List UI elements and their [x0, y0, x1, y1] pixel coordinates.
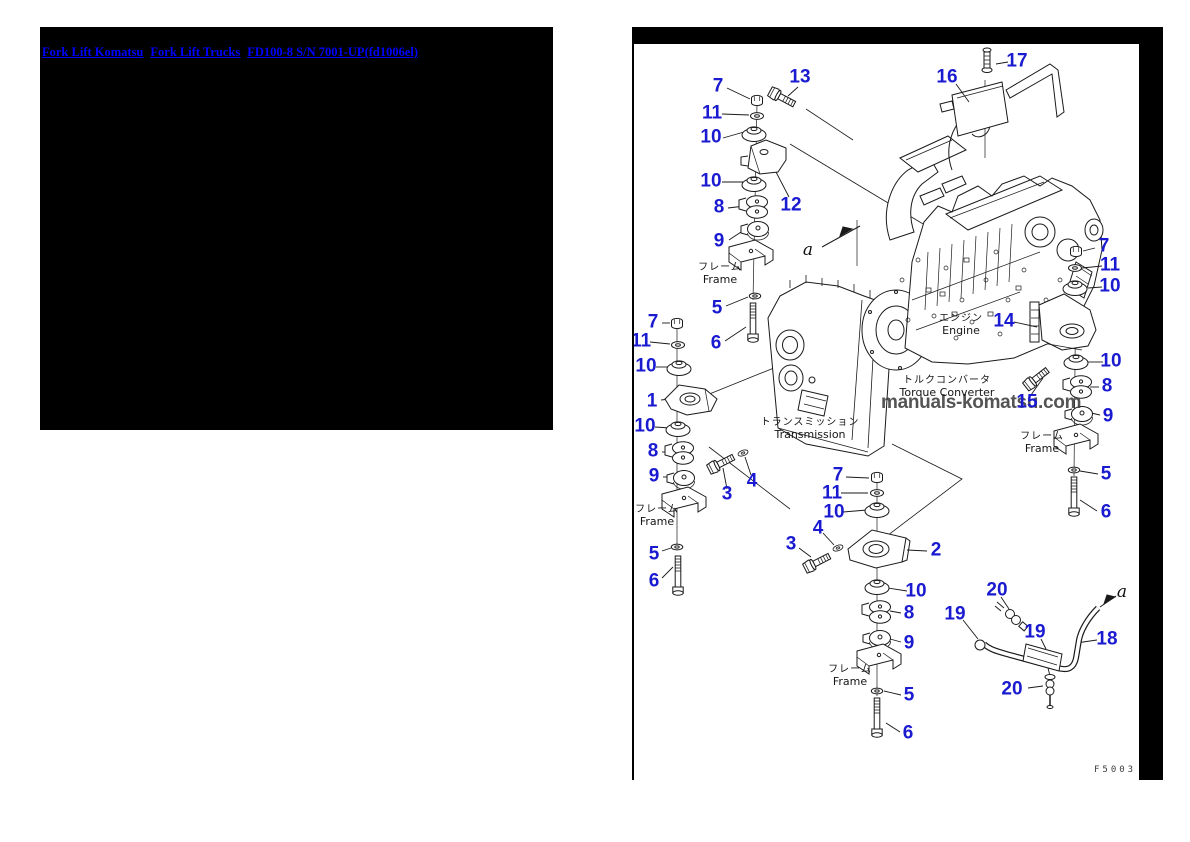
view-arrows — [821, 225, 1117, 608]
tube-assembly — [974, 601, 1101, 709]
mount-1 — [664, 384, 718, 416]
bracket-16 — [939, 63, 1065, 137]
link-fork-lift-komatsu[interactable]: Fork Lift Komatsu — [42, 45, 144, 59]
bolt-17 — [981, 47, 993, 73]
parts-diagram-drawing — [649, 47, 1117, 738]
catalog-link-panel: Fork Lift Komatsu Fork Lift Trucks FD100-8… — [40, 27, 553, 430]
breadcrumb: Fork Lift Komatsu Fork Lift Trucks FD100-8… — [42, 45, 425, 60]
engine-transmission-drawing — [767, 47, 1104, 457]
leader-lines — [649, 61, 1103, 733]
bracket-14 — [1029, 293, 1097, 351]
link-fork-lift-trucks[interactable]: Fork Lift Trucks — [150, 45, 241, 59]
bracket-12 — [740, 139, 787, 175]
diagram-right-border-bar — [1139, 27, 1163, 780]
watermark: manuals-komatsu.com — [881, 392, 1082, 413]
figure-code-bottom: F5003 — [1094, 765, 1137, 775]
plate-2 — [847, 529, 911, 569]
diagram-top-border-bar — [632, 27, 1163, 44]
link-model-serial[interactable]: FD100-8 S/N 7001-UP(fd1006el) — [247, 45, 419, 59]
diagram-left-border — [632, 27, 634, 780]
mount-parts — [661, 85, 1099, 738]
